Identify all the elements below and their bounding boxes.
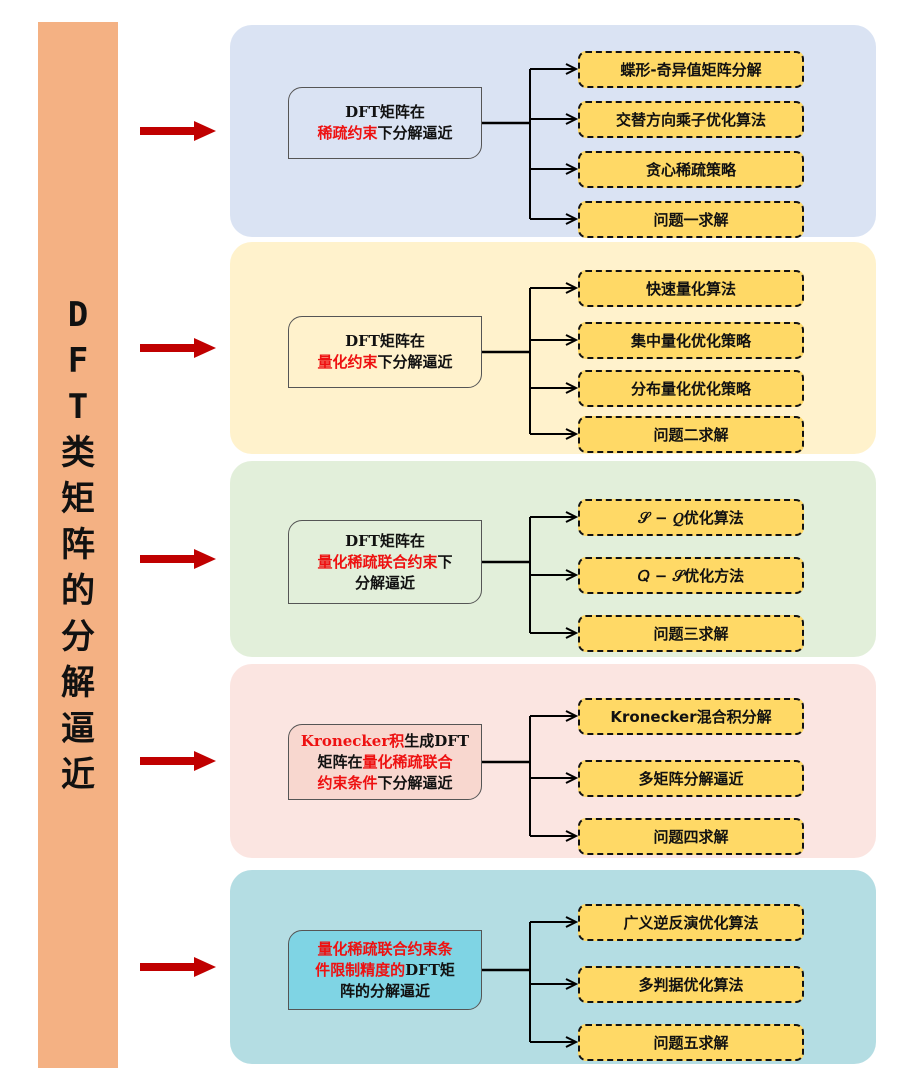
method-box: 问题四求解 — [578, 818, 804, 855]
method-box: 问题三求解 — [578, 615, 804, 652]
title-char: 逼 — [61, 709, 95, 749]
highlight-text: 量化稀疏联合约束条 — [317, 939, 453, 958]
method-label: 广义逆反演优化算法 — [623, 914, 759, 932]
topic-text: 生成DFT — [404, 731, 470, 750]
right-arrow-icon — [140, 338, 216, 358]
topic-text: DFT矩 — [405, 960, 455, 979]
main-topic-box: DFT矩阵在量化稀疏联合约束下分解逼近 — [288, 520, 482, 604]
right-arrow-icon — [140, 957, 216, 977]
method-box: 问题一求解 — [578, 201, 804, 238]
method-box: 问题二求解 — [578, 416, 804, 453]
title-char: 近 — [61, 755, 95, 795]
title-char: 类 — [61, 433, 95, 473]
method-box: 𝑄 − 𝒮优化方法 — [578, 557, 804, 594]
method-box: Kronecker混合积分解 — [578, 698, 804, 735]
method-label: 问题五求解 — [653, 1034, 729, 1052]
method-label: 集中量化优化策略 — [630, 332, 751, 350]
method-label: Kronecker混合积分解 — [610, 708, 772, 726]
main-topic-line: DFT矩阵在 — [289, 102, 481, 123]
method-box: 快速量化算法 — [578, 270, 804, 307]
right-arrow-icon — [140, 121, 216, 141]
title-char: 分 — [61, 617, 95, 657]
panel-5: 量化稀疏联合约束条件限制精度的DFT矩阵的分解逼近广义逆反演优化算法多判据优化算… — [230, 870, 876, 1064]
connector-lines — [482, 63, 579, 225]
main-topic-line: 阵的分解逼近 — [289, 981, 481, 1002]
main-topic-line: DFT矩阵在 — [289, 531, 481, 552]
connector-lines — [482, 916, 579, 1048]
title-char: 解 — [61, 663, 95, 703]
title-char: T — [67, 387, 89, 427]
topic-text: 矩阵在 — [317, 752, 363, 771]
right-arrow-icon — [140, 751, 216, 771]
main-topic-line: 稀疏约束下分解逼近 — [289, 123, 481, 144]
method-box: 多矩阵分解逼近 — [578, 760, 804, 797]
method-label: 问题一求解 — [653, 211, 729, 229]
method-box: 多判据优化算法 — [578, 966, 804, 1003]
main-topic-line: 矩阵在量化稀疏联合 — [289, 752, 481, 773]
main-topic-box: DFT矩阵在稀疏约束下分解逼近 — [288, 87, 482, 159]
topic-text: DFT矩阵在 — [345, 332, 425, 350]
topic-text: 下分解逼近 — [377, 353, 453, 371]
topic-text: DFT矩阵在 — [345, 103, 425, 121]
main-topic-line: 量化稀疏联合约束条 — [289, 939, 481, 960]
title-char: 的 — [61, 571, 95, 611]
panel-2: DFT矩阵在量化约束下分解逼近 快速量化算法集中量化优化策略分布量化优化策略问题二… — [230, 242, 876, 454]
main-topic-line: 分解逼近 — [289, 573, 481, 594]
method-label: 𝒮 − 𝑄优化算法 — [638, 509, 744, 527]
method-label: 蝶形-奇异值矩阵分解 — [620, 61, 762, 79]
method-label: 多判据优化算法 — [638, 976, 744, 994]
title-char: D — [67, 295, 89, 335]
main-topic-line: 量化稀疏联合约束下 — [289, 552, 481, 573]
method-box: 问题五求解 — [578, 1024, 804, 1061]
main-topic-box: DFT矩阵在量化约束下分解逼近 — [288, 316, 482, 388]
panel-1: DFT矩阵在稀疏约束下分解逼近 蝶形-奇异值矩阵分解交替方向乘子优化算法贪心稀疏策… — [230, 25, 876, 238]
method-box: 交替方向乘子优化算法 — [578, 101, 804, 138]
method-box: 分布量化优化策略 — [578, 370, 804, 407]
method-label: 𝑄 − 𝒮优化方法 — [637, 567, 745, 585]
right-arrow-icon — [140, 549, 216, 569]
highlight-text: 件限制精度的 — [315, 960, 406, 979]
method-label: 快速量化算法 — [645, 280, 736, 298]
topic-text: 下分解逼近 — [377, 124, 453, 142]
method-box: 集中量化优化策略 — [578, 322, 804, 359]
connector-lines — [482, 511, 579, 639]
method-label: 问题二求解 — [653, 426, 729, 444]
main-topic-line: 件限制精度的DFT矩 — [289, 960, 481, 981]
highlight-text: Kronecker积 — [300, 731, 405, 750]
method-label: 多矩阵分解逼近 — [638, 770, 744, 788]
highlight-text: 稀疏约束 — [317, 124, 378, 142]
method-label: 贪心稀疏策略 — [645, 161, 736, 179]
highlight-text: 约束条件 — [317, 773, 378, 792]
topic-text: DFT矩阵在 — [345, 531, 425, 550]
topic-text: 阵的分解逼近 — [339, 981, 430, 1000]
connector-lines — [482, 710, 579, 842]
highlight-text: 量化约束 — [317, 353, 378, 371]
method-box: 蝶形-奇异值矩阵分解 — [578, 51, 804, 88]
method-label: 交替方向乘子优化算法 — [615, 111, 766, 129]
topic-text: 下分解逼近 — [377, 773, 453, 792]
main-topic-line: 约束条件下分解逼近 — [289, 773, 481, 794]
highlight-text: 量化稀疏联合 — [362, 752, 453, 771]
method-label: 分布量化优化策略 — [630, 380, 751, 398]
title-char: F — [67, 341, 89, 381]
method-box: 𝒮 − 𝑄优化算法 — [578, 499, 804, 536]
method-box: 贪心稀疏策略 — [578, 151, 804, 188]
main-topic-line: DFT矩阵在 — [289, 331, 481, 352]
main-topic-box: 量化稀疏联合约束条件限制精度的DFT矩阵的分解逼近 — [288, 930, 482, 1010]
topic-text: 分解逼近 — [354, 573, 415, 592]
connector-lines — [482, 282, 579, 440]
method-label: 问题四求解 — [653, 828, 729, 846]
main-topic-line: Kronecker积生成DFT — [289, 731, 481, 752]
main-topic-line: 量化约束下分解逼近 — [289, 352, 481, 373]
topic-text: 下 — [437, 552, 453, 571]
highlight-text: 量化稀疏联合约束 — [317, 552, 438, 571]
method-box: 广义逆反演优化算法 — [578, 904, 804, 941]
title-char: 阵 — [61, 525, 95, 565]
method-label: 问题三求解 — [653, 625, 729, 643]
title-char: 矩 — [61, 479, 95, 519]
